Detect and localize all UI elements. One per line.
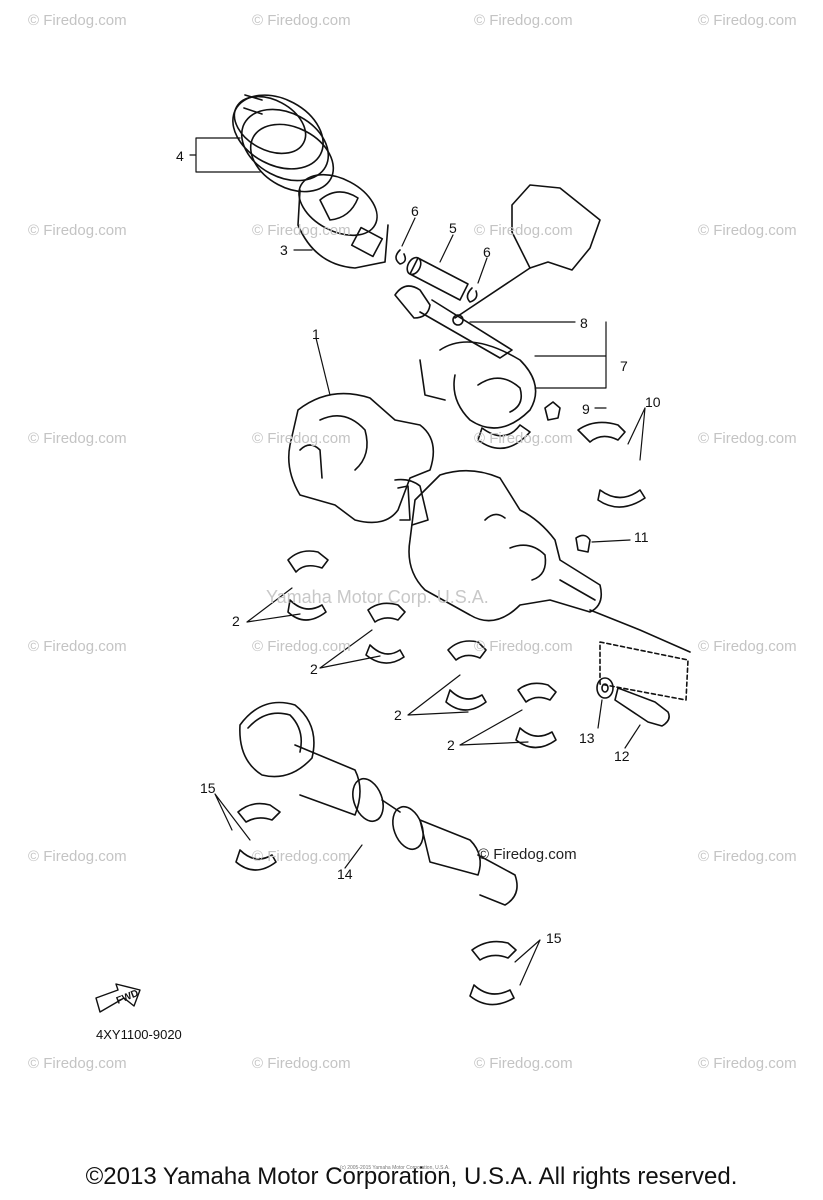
callout-2c: 2 <box>394 707 402 723</box>
piston <box>297 173 389 269</box>
watermark-text: © Firedog.com <box>698 430 797 447</box>
callout-4: 4 <box>176 148 184 164</box>
leader-lines <box>189 137 646 986</box>
watermark-text: © Firedog.com <box>28 12 127 29</box>
firedog-mark: © Firedog.com <box>478 846 577 863</box>
circlips <box>395 249 478 303</box>
callout-6a: 6 <box>411 203 419 219</box>
center-watermark: Yamaha Motor Corp. U.S.A. <box>266 587 489 607</box>
callout-8: 8 <box>580 315 588 331</box>
callout-2d: 2 <box>447 737 455 753</box>
watermark-text: © Firedog.com <box>252 222 351 239</box>
callout-13: 13 <box>579 730 595 746</box>
callout-15a: 15 <box>200 780 216 796</box>
watermark-text: © Firedog.com <box>252 430 351 447</box>
watermark-text: © Firedog.com <box>474 430 573 447</box>
callout-2b: 2 <box>310 661 318 677</box>
balancer-shaft <box>239 701 518 906</box>
watermark-text: © Firedog.com <box>252 848 351 865</box>
callout-10: 10 <box>645 394 661 410</box>
crank-bearings <box>287 550 557 749</box>
crank-gear-outline <box>589 609 691 701</box>
callout-14: 14 <box>337 866 353 882</box>
callout-7: 7 <box>620 358 628 374</box>
watermark-text: © Firedog.com <box>474 638 573 655</box>
watermark-text: © Firedog.com <box>698 12 797 29</box>
watermark-text: © Firedog.com <box>474 222 573 239</box>
crankshaft <box>287 392 603 622</box>
watermark-text: © Firedog.com <box>252 638 351 655</box>
copyright-notice: ©2013 Yamaha Motor Corporation, U.S.A. A… <box>85 1163 738 1190</box>
watermark-text: © Firedog.com <box>698 1055 797 1072</box>
drawing-code: 4XY1100-9020 <box>96 1027 182 1042</box>
callout-1: 1 <box>312 326 320 342</box>
callout-3: 3 <box>280 242 288 258</box>
callout-2a: 2 <box>232 613 240 629</box>
watermark-text: © Firedog.com <box>252 1055 351 1072</box>
watermark-text: © Firedog.com <box>474 12 573 29</box>
tiny-credit: (c) 2005-2015 Yamaha Motor Corporation, … <box>340 1165 450 1171</box>
piston-pin <box>406 256 469 301</box>
callout-6b: 6 <box>483 244 491 260</box>
callout-9: 9 <box>582 401 590 417</box>
woodruff-key <box>575 534 591 553</box>
callout-15b: 15 <box>546 930 562 946</box>
rod-bearings <box>577 421 646 508</box>
washer-and-bolt <box>596 677 670 727</box>
callout-5: 5 <box>449 220 457 236</box>
watermark-text: © Firedog.com <box>28 430 127 447</box>
watermark-text: © Firedog.com <box>698 848 797 865</box>
watermark-text: © Firedog.com <box>698 638 797 655</box>
watermark-text: © Firedog.com <box>28 638 127 655</box>
watermark-text: © Firedog.com <box>28 848 127 865</box>
callout-12: 12 <box>614 748 630 764</box>
forward-arrow-icon <box>95 983 141 1013</box>
forward-arrow-label: FWD <box>115 988 140 1007</box>
rod-bolts-nuts <box>452 314 561 421</box>
balancer-bearings <box>235 802 517 1006</box>
watermark-text: © Firedog.com <box>28 222 127 239</box>
watermark-text: © Firedog.com <box>698 222 797 239</box>
watermark-text: © Firedog.com <box>252 12 351 29</box>
connecting-rod <box>394 184 601 450</box>
piston-ring-set <box>232 94 335 193</box>
callout-11: 11 <box>634 529 649 545</box>
watermark-text: © Firedog.com <box>28 1055 127 1072</box>
fwd-text: FWD <box>115 988 140 1007</box>
watermark-text: © Firedog.com <box>474 1055 573 1072</box>
